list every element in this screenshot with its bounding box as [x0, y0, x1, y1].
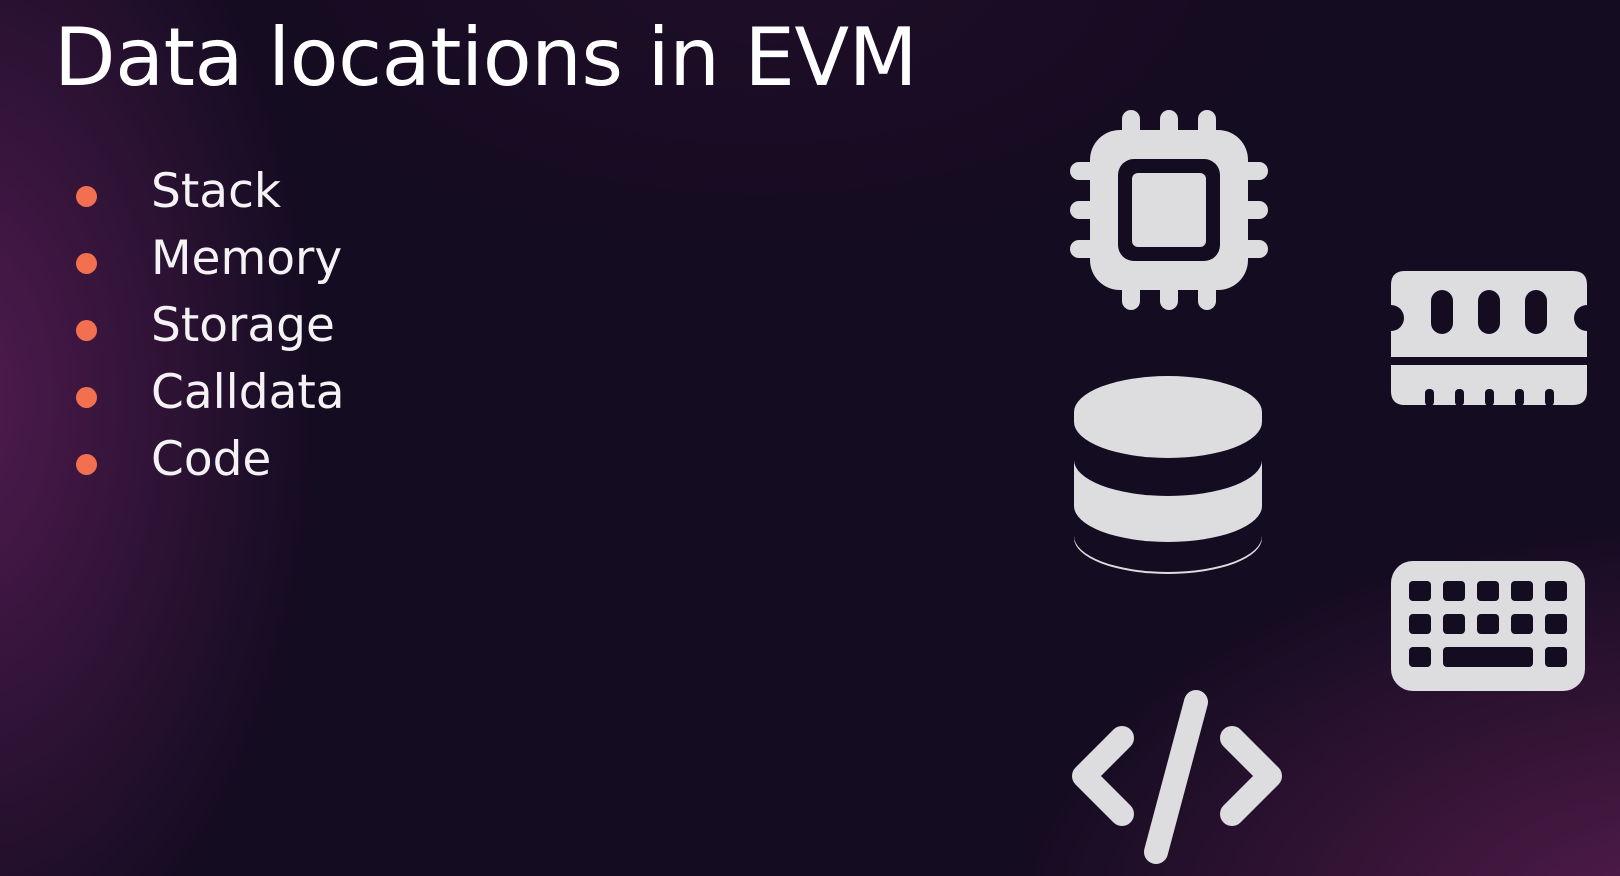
bullet-text-calldata: Calldata: [151, 365, 345, 420]
ram-memory-icon: [1391, 271, 1587, 406]
bullet-item-calldata: Calldata: [0, 363, 420, 423]
bullet-item-memory: Memory: [0, 229, 420, 289]
slide-title: Data locations in EVM: [54, 11, 918, 104]
database-icon: [1074, 376, 1262, 574]
cpu-chip-icon: [1070, 110, 1268, 310]
bullet-text-stack: Stack: [151, 164, 282, 219]
bullet-dot: [76, 454, 97, 475]
bullet-dot: [76, 186, 97, 207]
bullet-item-storage: Storage: [0, 296, 420, 356]
code-icon: [1072, 690, 1282, 864]
bullet-text-memory: Memory: [151, 231, 343, 286]
bullet-dot: [76, 253, 97, 274]
bullet-text-code: Code: [151, 432, 272, 487]
keyboard-icon: [1391, 561, 1585, 691]
bullet-item-stack: Stack: [0, 162, 420, 222]
bullet-dot: [76, 387, 97, 408]
bullet-dot: [76, 320, 97, 341]
bullet-item-code: Code: [0, 430, 420, 490]
bullet-text-storage: Storage: [151, 298, 335, 353]
